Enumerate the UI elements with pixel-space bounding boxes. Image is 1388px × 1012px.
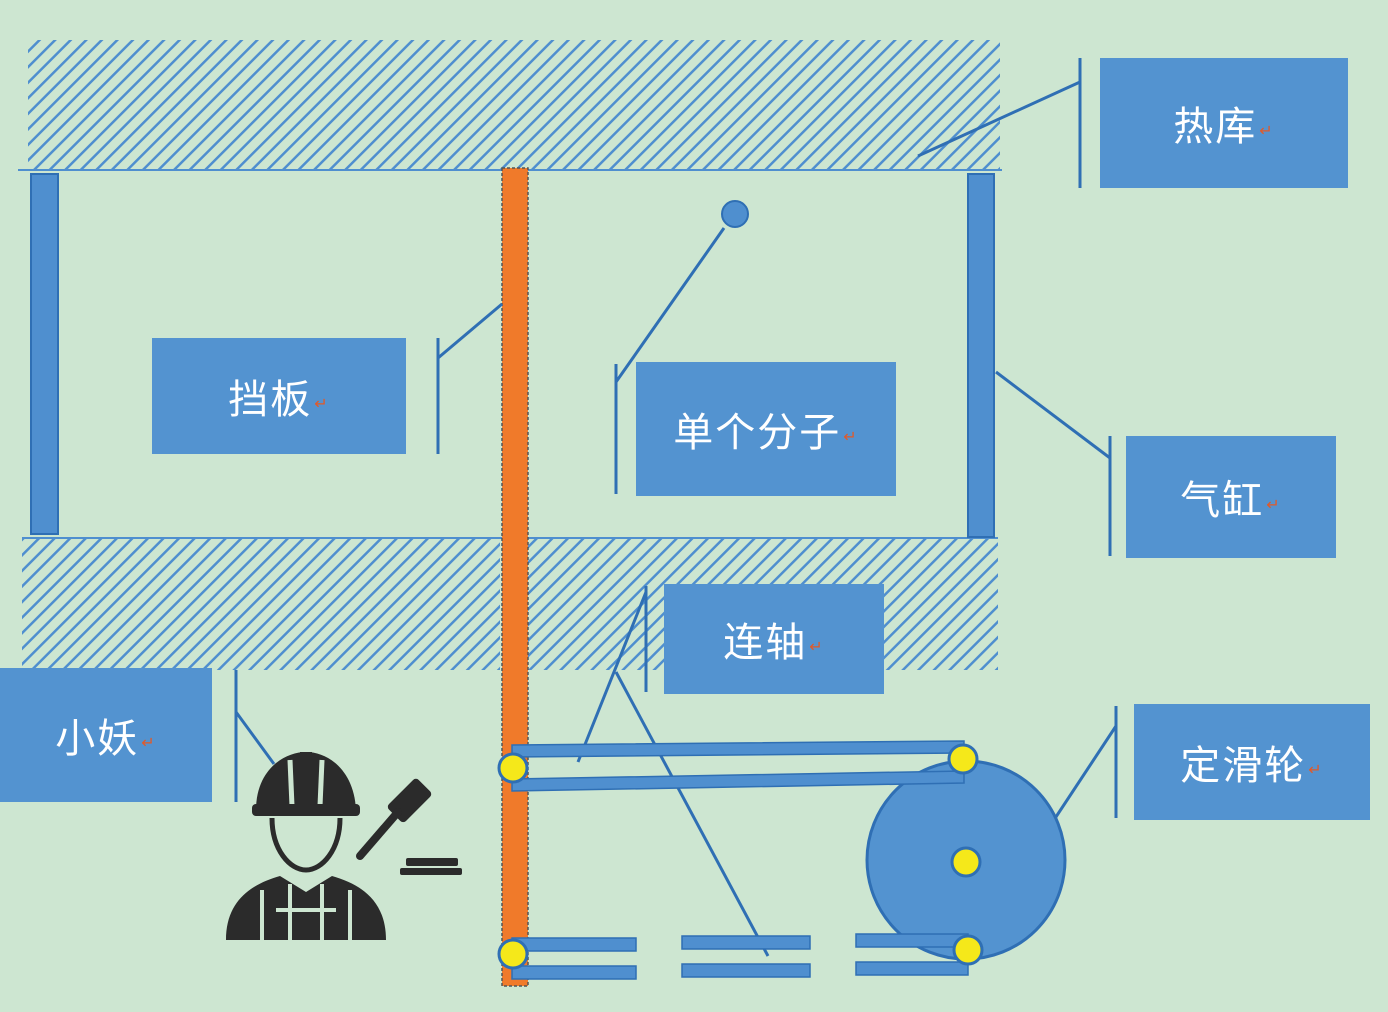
label-baffle: 挡板↵ [152, 338, 406, 454]
label-heat-reservoir-text: 热库 [1173, 104, 1258, 150]
molecule [721, 200, 749, 228]
return-mark: ↵ [843, 426, 859, 446]
label-cylinder-text: 气缸 [1180, 478, 1265, 524]
return-mark: ↵ [1308, 759, 1324, 779]
label-fixed-pulley: 定滑轮↵ [1134, 704, 1370, 820]
joint-upper-left [497, 752, 529, 784]
label-cylinder: 气缸↵ [1126, 436, 1336, 558]
return-mark: ↵ [809, 636, 825, 656]
label-heat-reservoir: 热库↵ [1100, 58, 1348, 188]
joints [497, 743, 984, 970]
joint-upper-right [947, 743, 979, 775]
top-wall-hatch [28, 40, 1000, 170]
label-demon-text: 小妖 [55, 716, 140, 762]
upper-linkage [511, 740, 965, 792]
bottom-wall-hatch-left [22, 538, 500, 670]
label-single-molecule: 单个分子↵ [636, 362, 896, 496]
worker-with-hammer-icon [226, 752, 462, 940]
return-mark: ↵ [1259, 120, 1275, 140]
joint-lower-left [497, 938, 529, 970]
label-demon: 小妖↵ [0, 668, 212, 802]
joint-pulley-center [950, 846, 982, 878]
left-piston [30, 173, 59, 535]
label-connecting-rod-text: 连轴 [723, 620, 808, 666]
right-piston [967, 173, 995, 538]
label-single-molecule-text: 单个分子 [673, 410, 842, 456]
joint-lower-right [952, 934, 984, 966]
return-mark: ↵ [1266, 494, 1282, 514]
label-baffle-text: 挡板 [228, 377, 313, 423]
bottom-bars [511, 933, 969, 980]
label-connecting-rod: 连轴↵ [664, 584, 884, 694]
return-mark: ↵ [314, 393, 330, 413]
leader-lines [234, 58, 1118, 957]
return-mark: ↵ [141, 732, 157, 752]
label-fixed-pulley-text: 定滑轮 [1180, 743, 1307, 789]
baffle-rod [501, 167, 529, 987]
